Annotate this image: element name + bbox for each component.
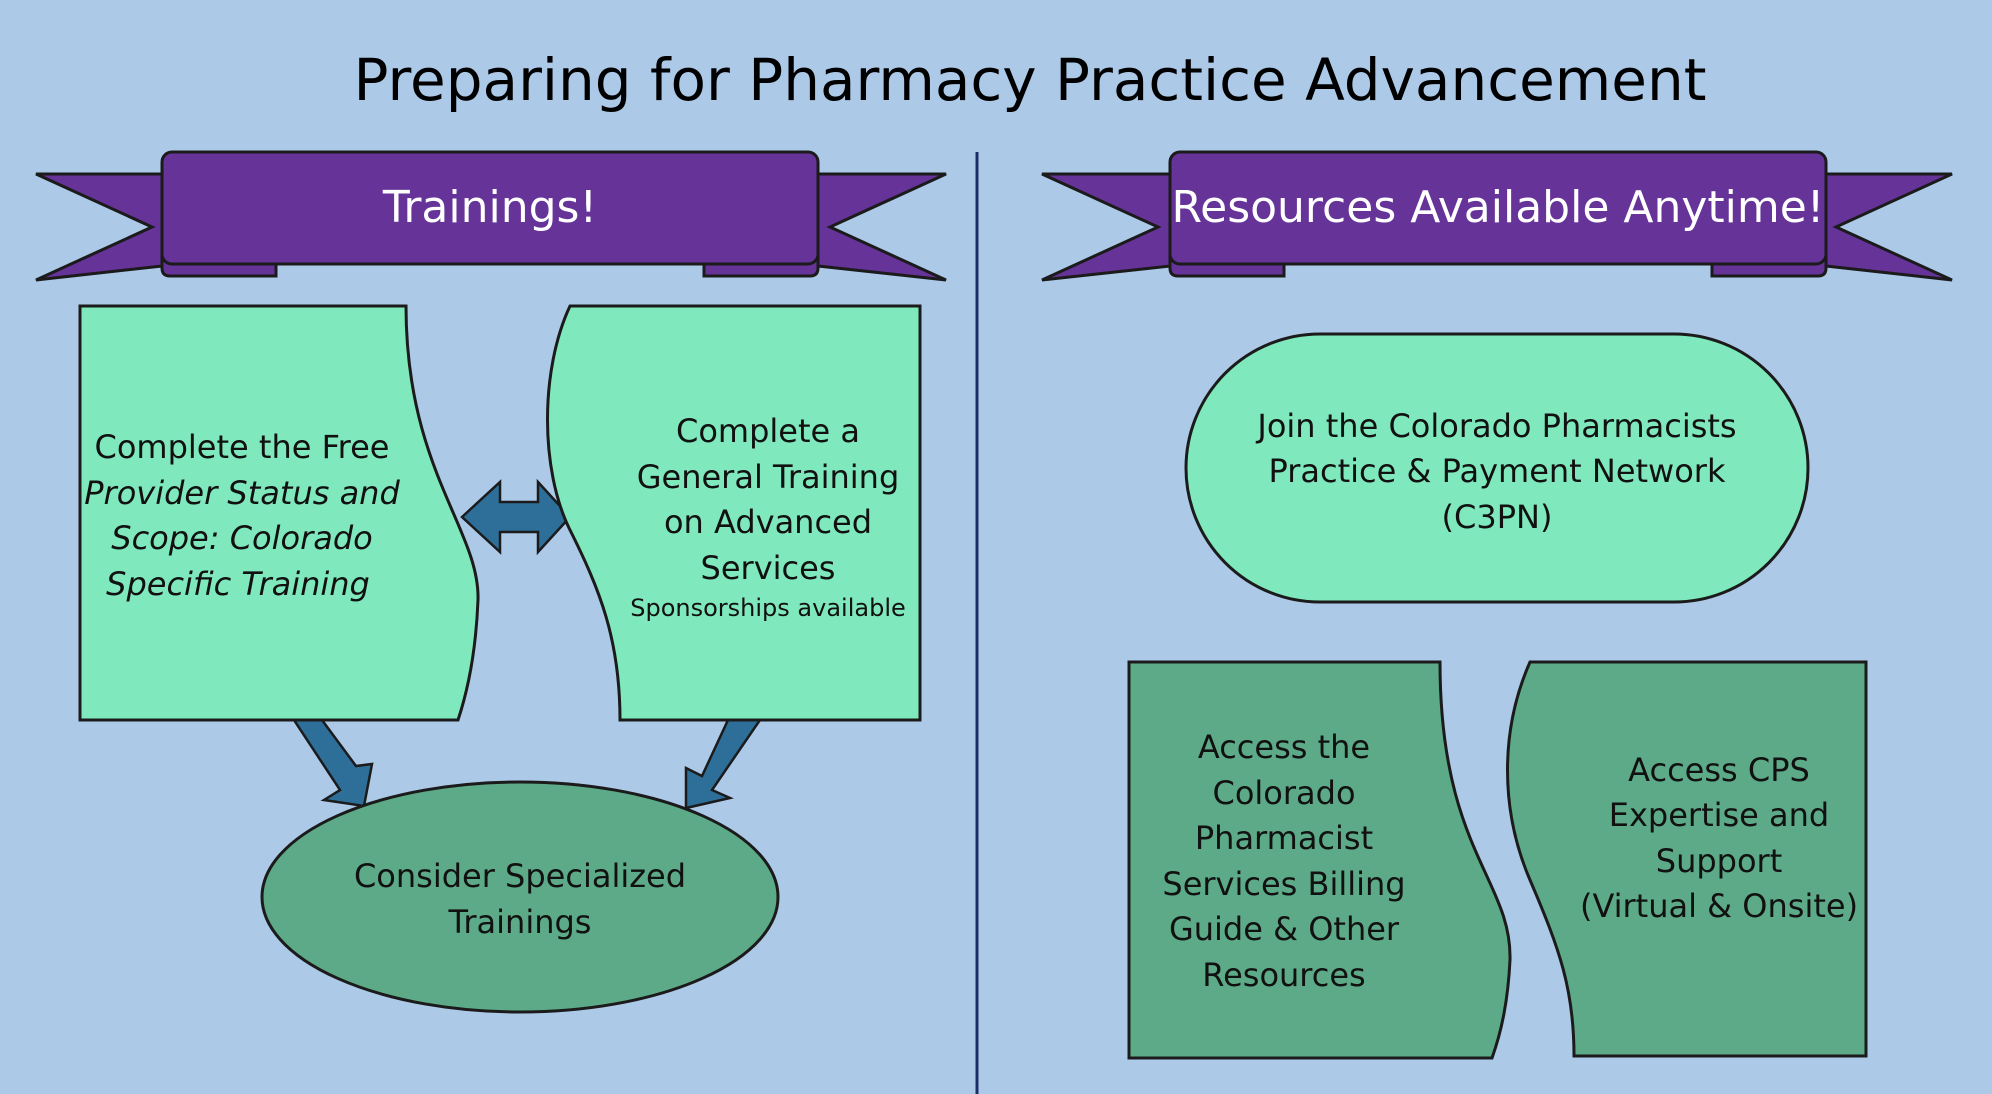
- box2-line4: Services: [701, 549, 836, 587]
- pill-line3: (C3PN): [1442, 498, 1553, 536]
- ellipse-line1: Consider Specialized: [354, 857, 686, 895]
- box3-line5: Guide & Other: [1169, 910, 1400, 948]
- box1-line3: Scope: Colorado: [111, 519, 372, 557]
- trainings-banner-label: Trainings!: [382, 182, 597, 233]
- provider-status-training-box: Complete the Free Provider Status and Sc…: [78, 304, 480, 722]
- box2-line3: on Advanced: [664, 503, 872, 541]
- page-title: Preparing for Pharmacy Practice Advancem…: [354, 46, 1707, 114]
- c3pn-pill: Join the Colorado Pharmacists Practice &…: [1184, 332, 1810, 604]
- box3-line3: Pharmacist: [1195, 819, 1373, 857]
- box3-line4: Services Billing: [1162, 865, 1405, 903]
- cps-expertise-box: Access CPS Expertise and Support (Virtua…: [1506, 660, 1868, 1058]
- box4-line4: (Virtual & Onsite): [1580, 887, 1858, 925]
- box3-line1: Access the: [1198, 728, 1370, 766]
- general-training-box: Complete a General Training on Advanced …: [546, 304, 922, 722]
- ellipse-line2: Trainings: [448, 903, 592, 941]
- box2-note: Sponsorships available: [630, 594, 906, 622]
- pill-line2: Practice & Payment Network: [1269, 452, 1726, 490]
- box1-line4: Specific Training: [106, 565, 370, 603]
- pill-line1: Join the Colorado Pharmacists: [1255, 407, 1736, 445]
- resources-banner: Resources Available Anytime!: [1041, 150, 1953, 282]
- box1-line1: Complete the Free: [95, 428, 390, 466]
- arrow-box1-to-ellipse: [291, 718, 374, 808]
- box4-line3: Support: [1656, 842, 1783, 880]
- resources-banner-label: Resources Available Anytime!: [1172, 182, 1825, 233]
- box1-line2: Provider Status and: [84, 474, 400, 512]
- box3-line6: Resources: [1202, 956, 1365, 994]
- box4-line1: Access CPS: [1628, 751, 1810, 789]
- arrow-box2-to-ellipse: [684, 718, 763, 810]
- box2-line2: General Training: [637, 458, 900, 496]
- box4-line2: Expertise and: [1609, 796, 1829, 834]
- box3-line2: Colorado: [1212, 774, 1355, 812]
- trainings-banner: Trainings!: [35, 150, 947, 282]
- billing-guide-box: Access the Colorado Pharmacist Services …: [1127, 660, 1512, 1060]
- box2-line1: Complete a: [676, 412, 860, 450]
- specialized-trainings-ellipse: Consider Specialized Trainings: [260, 780, 780, 1014]
- bidirectional-arrow: [460, 478, 572, 556]
